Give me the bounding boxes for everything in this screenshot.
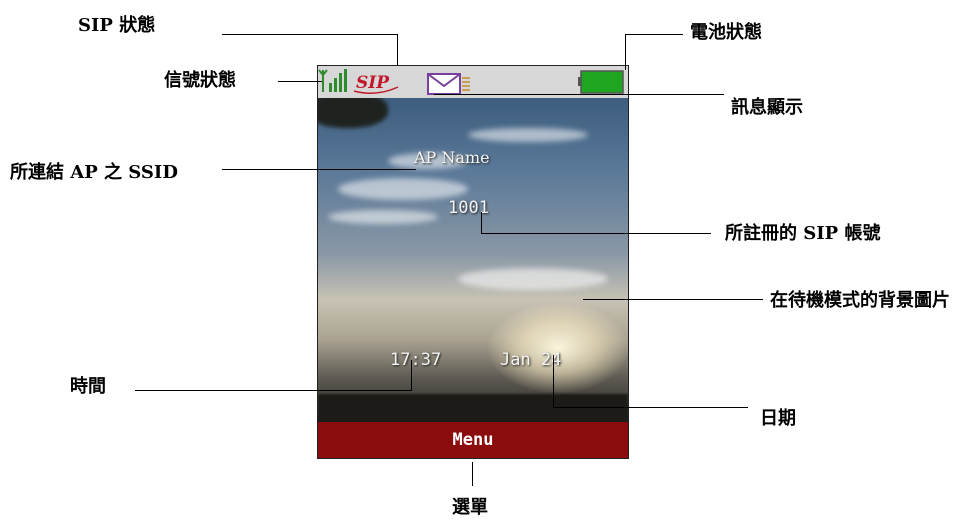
leader-line-signal (278, 81, 322, 82)
label-battery-status: 電池狀態 (690, 22, 762, 43)
label-signal-status: 信號狀態 (164, 70, 236, 91)
cloud (388, 153, 468, 169)
menu-softkey[interactable]: Menu (318, 422, 628, 458)
status-icons: SIP (318, 69, 624, 95)
phone-display: AP Name 1001 17:37 Jan 24 SIP (317, 65, 629, 459)
leader-line-sip (222, 34, 398, 35)
envelope-icon (427, 73, 470, 95)
ground-silhouette (318, 394, 628, 424)
label-message-display: 訊息顯示 (731, 97, 803, 118)
leader-line-sip-account (481, 233, 711, 234)
leader-line-time (135, 390, 412, 391)
label-sip-status: SIP 狀態 (78, 15, 156, 36)
label-registered-sip-account: 所註冊的 SIP 帳號 (725, 223, 881, 244)
leader-line-sip-account (481, 212, 482, 234)
cloud (458, 268, 608, 290)
label-time: 時間 (70, 376, 106, 397)
leader-line-message (434, 94, 724, 95)
status-bar: SIP (318, 66, 628, 98)
label-connected-ap-ssid: 所連結 AP 之 SSID (10, 162, 178, 183)
label-date: 日期 (760, 408, 796, 429)
leader-line-battery (625, 34, 683, 35)
leader-line-date (553, 355, 554, 408)
leader-line-sip (397, 34, 398, 66)
date-text: Jan 24 (500, 350, 562, 370)
cloud (328, 210, 438, 224)
leader-line-date (553, 407, 748, 408)
sip-icon-text: SIP (356, 73, 390, 93)
cloud (468, 128, 588, 142)
label-menu-key: 選單 (452, 497, 488, 518)
leader-line-ssid (222, 169, 416, 170)
cloud (338, 178, 468, 200)
sun-glow (488, 303, 628, 393)
tree-silhouette (318, 92, 388, 128)
ap-name-text: AP Name (414, 148, 490, 167)
time-text: 17:37 (390, 350, 442, 370)
background-image: AP Name 1001 17:37 Jan 24 (318, 92, 628, 424)
signal-strength-icon (318, 69, 347, 92)
sip-icon: SIP (353, 73, 399, 94)
leader-line-menu (472, 462, 473, 486)
leader-line-battery (625, 34, 626, 70)
label-idle-background: 在待機模式的背景圖片 (770, 290, 950, 311)
battery-icon (578, 70, 624, 94)
sip-account-text: 1001 (448, 198, 489, 218)
leader-line-time (411, 360, 412, 391)
leader-line-background (583, 299, 763, 300)
